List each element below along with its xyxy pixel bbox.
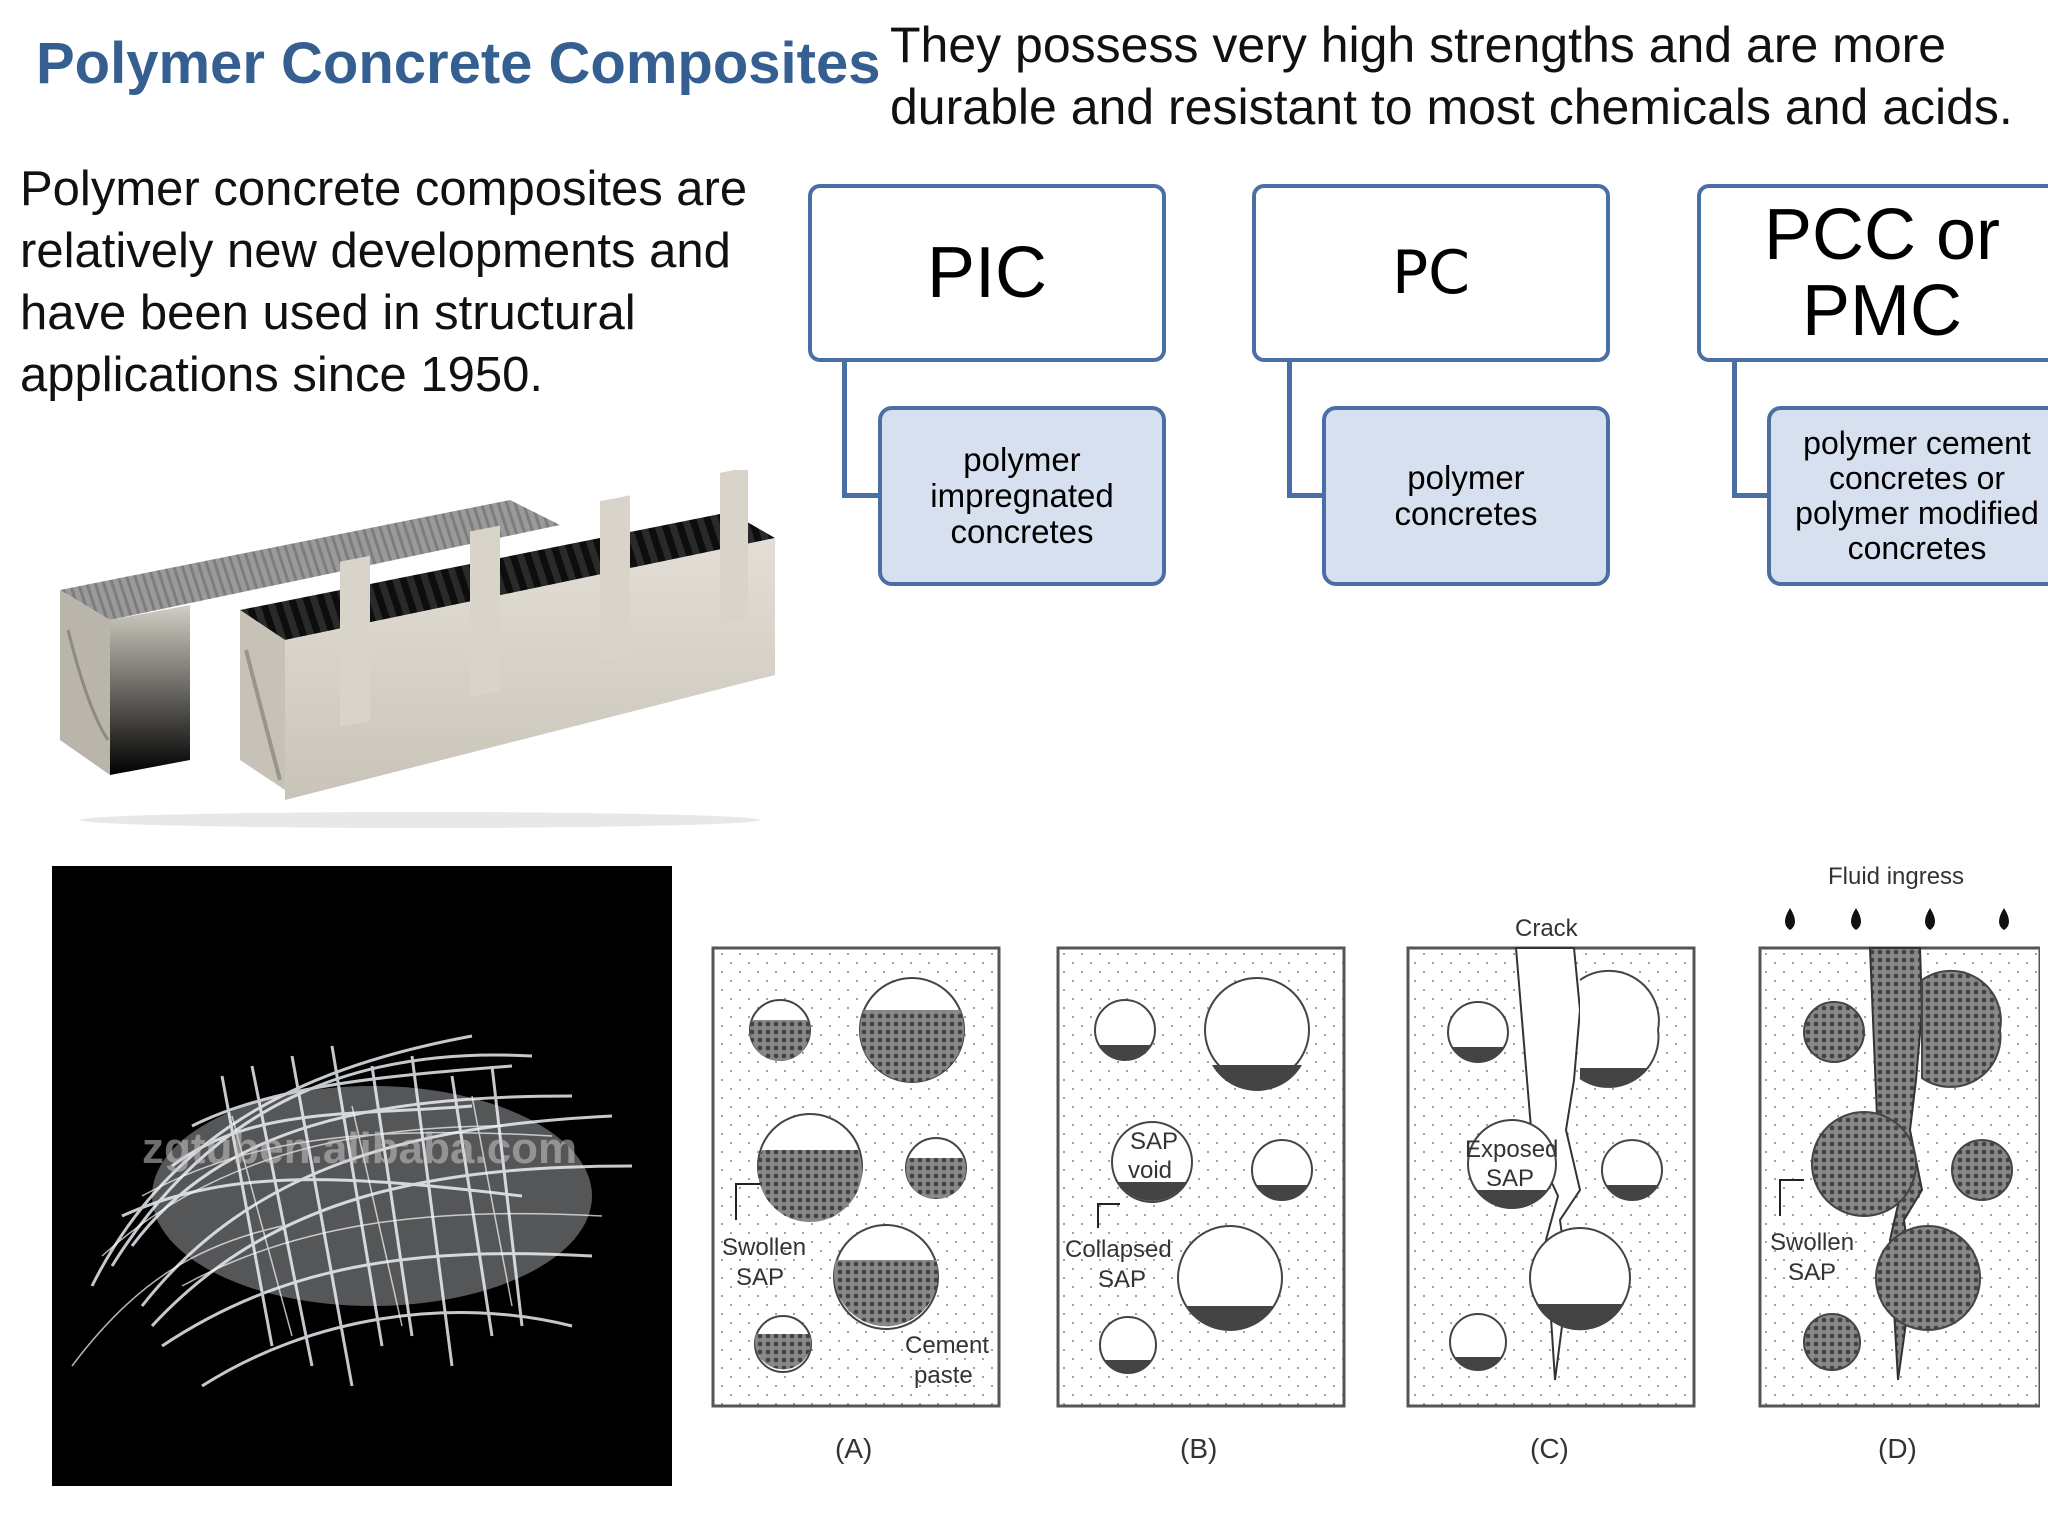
page-title: Polymer Concrete Composites xyxy=(36,31,881,96)
connector-line xyxy=(842,360,882,498)
label-sap: SAP xyxy=(1486,1165,1534,1192)
connector-line xyxy=(1287,360,1327,498)
desc-line: concretes xyxy=(1394,495,1538,532)
label-cement: Cement xyxy=(905,1332,989,1359)
label-crack: Crack xyxy=(1515,915,1579,942)
label-exposed: Exposed xyxy=(1465,1136,1558,1163)
desc-line: concretes or xyxy=(1828,460,2006,496)
label-fluid-ingress: Fluid ingress xyxy=(1828,863,1964,890)
watermark: zgtuben.alibaba.com xyxy=(142,1124,578,1173)
type-box-pcc-pmc: PCC or PMC xyxy=(1697,184,2048,362)
panel-label: (C) xyxy=(1530,1433,1569,1464)
desc-line: impregnated xyxy=(930,477,1114,514)
panel-label: (A) xyxy=(835,1433,872,1464)
label-sap: SAP xyxy=(1788,1259,1836,1286)
label-sap: SAP xyxy=(736,1264,784,1291)
type-abbr: PIC xyxy=(926,233,1048,313)
panel-b: SAP void Collapsed SAP (B) xyxy=(1056,946,1346,1464)
panel-d: Fluid ingress Swollen SAP (D) xyxy=(1758,863,2042,1464)
desc-line: polymer xyxy=(963,441,1081,478)
label-swollen: Swollen xyxy=(1770,1229,1854,1256)
type-desc-box-pcc-pmc: polymer cement concretes or polymer modi… xyxy=(1767,406,2048,586)
polymer-fiber-image: zgtuben.alibaba.com xyxy=(52,866,672,1486)
label-collapsed: Collapsed xyxy=(1065,1236,1172,1263)
intro-line: applications since 1950. xyxy=(20,348,544,402)
panel-label: (B) xyxy=(1180,1433,1217,1464)
intro-line: have been used in structural xyxy=(20,286,636,340)
label-sap: SAP xyxy=(1130,1128,1178,1155)
label-void: void xyxy=(1128,1157,1172,1184)
type-box-pc: PC xyxy=(1252,184,1610,362)
drainage-channel-image xyxy=(40,467,790,830)
sap-self-healing-diagram: Swollen SAP Cement paste (A) SAP void Co… xyxy=(700,860,2042,1480)
intro-line: relatively new developments and xyxy=(20,224,731,278)
desc-line: concretes xyxy=(1847,530,1987,566)
type-abbr: PCC or xyxy=(1763,195,2001,275)
panel-c: Crack Exposed SAP (C) xyxy=(1406,915,1696,1464)
type-desc-box-pc: polymer concretes xyxy=(1322,406,1610,586)
subtitle-line: They possess very high strengths and are… xyxy=(890,17,1947,73)
label-swollen: Swollen xyxy=(722,1234,806,1261)
intro-line: Polymer concrete composites are xyxy=(20,162,748,216)
type-abbr: PC xyxy=(1391,238,1471,308)
desc-line: polymer cement xyxy=(1803,425,2031,461)
panel-label: (D) xyxy=(1878,1433,1917,1464)
subtitle-line: durable and resistant to most chemicals … xyxy=(890,79,2013,135)
subtitle: They possess very high strengths and are… xyxy=(890,14,2013,138)
label-paste: paste xyxy=(914,1362,973,1389)
desc-line: polymer xyxy=(1407,459,1525,496)
desc-line: concretes xyxy=(950,513,1094,550)
intro-paragraph: Polymer concrete composites are relative… xyxy=(20,158,810,406)
type-abbr: PMC xyxy=(1801,271,1962,351)
label-sap: SAP xyxy=(1098,1266,1146,1293)
type-desc-box-pic: polymer impregnated concretes xyxy=(878,406,1166,586)
desc-line: polymer modified xyxy=(1795,495,2039,531)
type-box-pic: PIC xyxy=(808,184,1166,362)
panel-a: Swollen SAP Cement paste (A) xyxy=(711,946,1001,1464)
connector-line xyxy=(1732,360,1772,498)
